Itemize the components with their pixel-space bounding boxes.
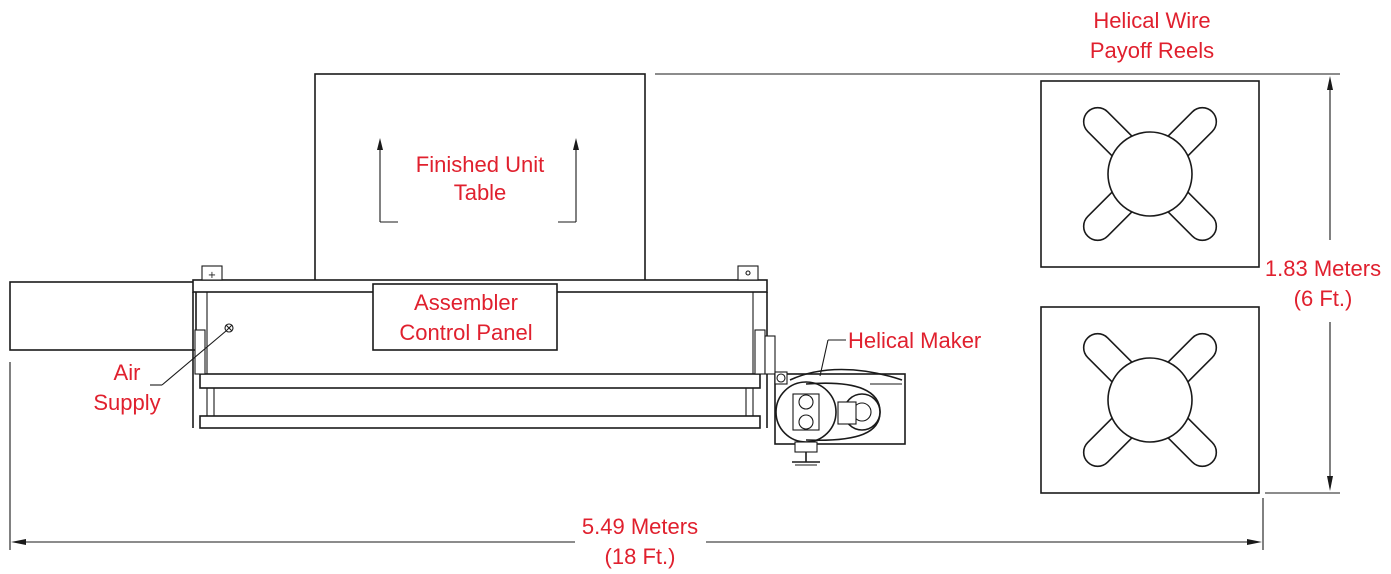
panel-label-line2: Control Panel [399,320,532,345]
table-label-line1: Finished Unit [416,152,544,177]
panel-label-line1: Assembler [414,290,518,315]
payoff-reel-top [1040,80,1260,268]
width-label-line1: 5.49 Meters [582,514,698,539]
payoff-reel-bottom [1040,306,1260,494]
assembler-control-panel: Assembler Control Panel [372,283,558,351]
helical-maker-machine [774,368,906,466]
air-supply-callout: Air Supply [93,330,227,415]
air-fitting-icon [224,323,234,333]
height-dimension: 1.83 Meters (6 Ft.) [655,73,1381,494]
air-label-line1: Air [114,360,141,385]
helical-maker-callout: Helical Maker [819,328,981,377]
reels-label-line1: Helical Wire [1093,8,1210,33]
table-label-line2: Table [454,180,507,205]
finished-unit-table: Finished Unit Table [314,73,646,285]
svg-text:+: + [208,270,216,281]
table-arrow-left [377,138,398,223]
air-label-line2: Supply [93,390,160,415]
left-feed-box [9,281,197,351]
width-label-line2: (18 Ft.) [605,544,676,569]
width-dimension: 5.49 Meters (18 Ft.) [9,362,1264,569]
helical-maker-label: Helical Maker [848,328,981,353]
height-label-line1: 1.83 Meters [1265,256,1381,281]
reels-label-line2: Payoff Reels [1090,38,1214,63]
height-label-line2: (6 Ft.) [1294,286,1353,311]
table-arrow-right [558,138,579,223]
